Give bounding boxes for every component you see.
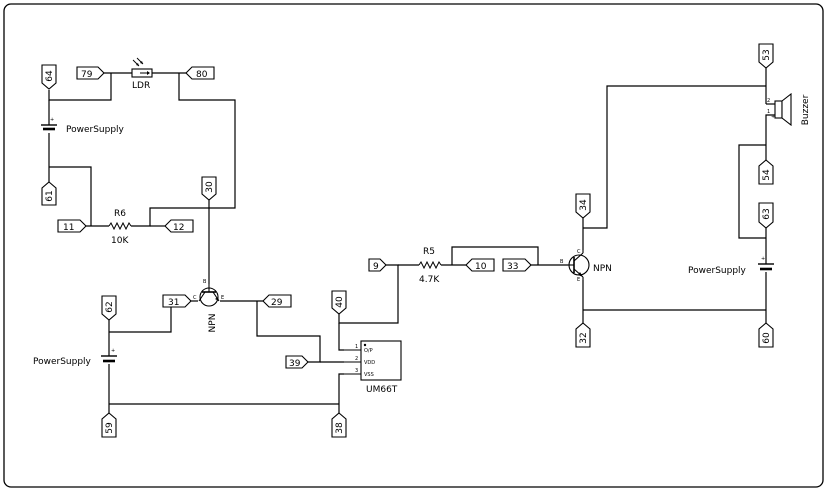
svg-text:+: + [111, 348, 115, 354]
svg-text:+: + [50, 117, 54, 123]
svg-text:1: 1 [355, 344, 358, 350]
svg-text:61: 61 [45, 190, 55, 201]
svg-text:12: 12 [173, 223, 184, 233]
port-30: 30 [201, 176, 217, 201]
q1-pin-b: B [203, 279, 207, 285]
svg-text:3: 3 [355, 368, 358, 374]
q2-pin-c: C [577, 249, 581, 255]
left-top-wires [48, 72, 236, 284]
port-79: 79 [76, 66, 105, 80]
q1-pin-e: E [221, 295, 224, 301]
q2-pin-b: B [560, 259, 564, 265]
svg-text:59: 59 [105, 422, 115, 434]
transistor-q2: B C E NPN [560, 249, 612, 283]
left-mid-wires [108, 246, 568, 413]
svg-text:79: 79 [81, 70, 93, 80]
port-54: 54 [758, 159, 774, 185]
power-supply-3-label: PowerSupply [688, 266, 747, 276]
port-9: 9 [368, 258, 387, 272]
svg-text:53: 53 [762, 49, 772, 60]
ldr: LDR [131, 57, 153, 91]
port-29: 29 [262, 294, 292, 308]
power-supply-1: + PowerSupply [41, 117, 125, 135]
port-61: 61 [41, 181, 57, 206]
svg-text:80: 80 [196, 70, 208, 80]
port-80: 80 [185, 66, 215, 80]
port-31: 31 [162, 294, 192, 308]
transistor-q1: B C E NPN [193, 279, 224, 332]
ic-pin-vss: VSS [364, 372, 374, 378]
r6-ref: R6 [114, 209, 126, 219]
port-60: 60 [758, 322, 774, 348]
ic-pin-vdd: VDD [364, 360, 375, 366]
port-64: 64 [41, 64, 57, 90]
port-63: 63 [758, 202, 774, 229]
port-34: 34 [575, 193, 591, 219]
resistor-r6: R6 10K [108, 209, 132, 246]
r5-value: 4.7K [419, 275, 440, 285]
right-wires [582, 68, 775, 323]
diagram-border [3, 3, 824, 488]
svg-text:63: 63 [762, 208, 772, 219]
svg-text:54: 54 [762, 169, 772, 181]
r5-ref: R5 [423, 247, 435, 257]
port-38: 38 [331, 412, 347, 438]
svg-text:64: 64 [45, 70, 55, 82]
power-supply-3: + PowerSupply [688, 256, 774, 276]
svg-text:39: 39 [289, 359, 301, 369]
port-12: 12 [164, 219, 194, 233]
resistor-r5: R5 4.7K [418, 247, 442, 285]
q2-type: NPN [593, 264, 612, 274]
svg-text:2: 2 [355, 356, 358, 362]
port-32: 32 [575, 322, 591, 348]
svg-text:32: 32 [579, 332, 589, 343]
ic-um66t: 1 2 3 O/P VDD VSS UM66T [344, 340, 402, 395]
svg-text:29: 29 [271, 298, 283, 308]
svg-text:10: 10 [475, 262, 487, 272]
port-39: 39 [285, 355, 309, 369]
port-62: 62 [101, 295, 117, 321]
svg-text:60: 60 [762, 332, 772, 344]
svg-text:62: 62 [105, 301, 115, 312]
svg-text:33: 33 [507, 262, 518, 272]
svg-text:9: 9 [373, 262, 379, 272]
power-supply-2: + PowerSupply [33, 348, 117, 367]
port-33: 33 [502, 258, 532, 272]
svg-text:+: + [771, 114, 775, 120]
power-supply-1-label: PowerSupply [66, 125, 125, 135]
ic-label: UM66T [366, 385, 398, 395]
q1-type: NPN [208, 314, 218, 333]
svg-text:34: 34 [579, 199, 589, 211]
svg-text:1: 1 [767, 109, 770, 115]
svg-text:2: 2 [767, 98, 770, 104]
svg-text:30: 30 [205, 181, 215, 193]
svg-text:38: 38 [335, 422, 345, 434]
r6-value: 10K [111, 236, 129, 246]
q2-pin-e: E [577, 277, 580, 283]
port-40: 40 [331, 290, 347, 315]
port-10: 10 [465, 258, 495, 272]
svg-text:31: 31 [168, 298, 179, 308]
power-supply-2-label: PowerSupply [33, 357, 92, 367]
svg-text:+: + [761, 256, 765, 262]
svg-text:40: 40 [335, 296, 345, 308]
buzzer-label: Buzzer [801, 94, 811, 125]
port-59: 59 [101, 412, 117, 438]
ldr-label: LDR [132, 81, 150, 91]
port-53: 53 [758, 43, 774, 69]
buzzer: 2 1 + Buzzer [767, 92, 811, 127]
svg-text:11: 11 [63, 223, 74, 233]
port-11: 11 [57, 219, 87, 233]
q1-pin-c: C [193, 295, 197, 301]
ic-pin-op: O/P [364, 348, 373, 354]
